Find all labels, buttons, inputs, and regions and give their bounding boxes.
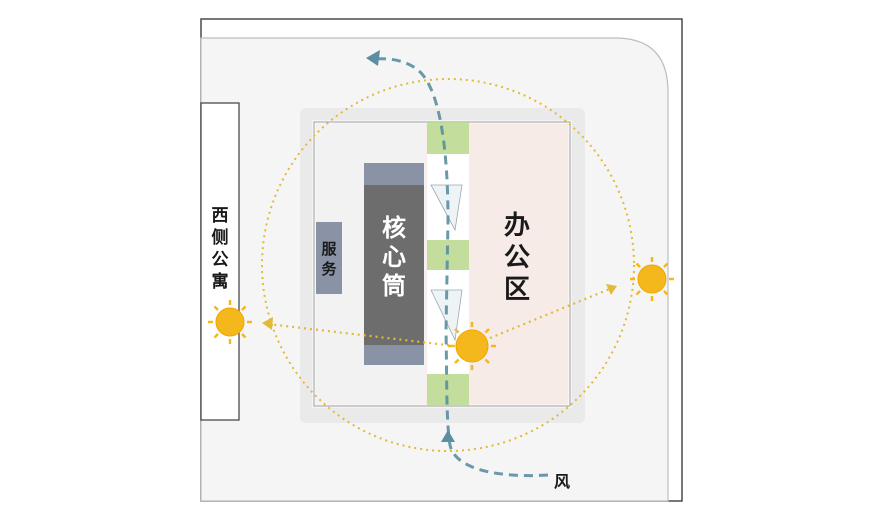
wind-label: 风 — [554, 472, 570, 491]
service-label: 服 务 — [321, 240, 337, 278]
core-cap-bottom — [364, 345, 424, 365]
svg-text:寓: 寓 — [212, 271, 229, 292]
svg-text:办: 办 — [504, 211, 530, 241]
sun-icon — [448, 322, 496, 370]
svg-text:侧: 侧 — [212, 227, 229, 248]
sunlight-rays — [267, 286, 613, 348]
svg-text:务: 务 — [321, 260, 337, 278]
west-apartment-label: 西 侧 公 寓 — [212, 206, 229, 292]
svg-text:公: 公 — [212, 250, 229, 270]
core-cap-top — [364, 163, 424, 185]
svg-text:服: 服 — [321, 240, 337, 258]
svg-text:心: 心 — [382, 243, 406, 271]
svg-text:公: 公 — [504, 243, 530, 273]
sun-icon — [208, 300, 252, 344]
ventilation-strip — [427, 122, 469, 406]
service-block — [316, 222, 342, 294]
svg-text:西: 西 — [212, 206, 229, 226]
sun-icon — [630, 257, 674, 301]
sun-path-circle — [261, 78, 635, 452]
core-tube — [364, 185, 424, 345]
svg-text:核: 核 — [382, 214, 406, 242]
wind-arrow — [366, 50, 549, 478]
svg-text:区: 区 — [504, 275, 530, 305]
office-label: 办 公 区 — [504, 211, 530, 305]
core-label: 核 心 筒 — [382, 214, 406, 300]
sunlight-arrowheads — [262, 284, 617, 330]
svg-text:筒: 筒 — [382, 272, 406, 300]
west-apartment-block — [200, 102, 240, 421]
